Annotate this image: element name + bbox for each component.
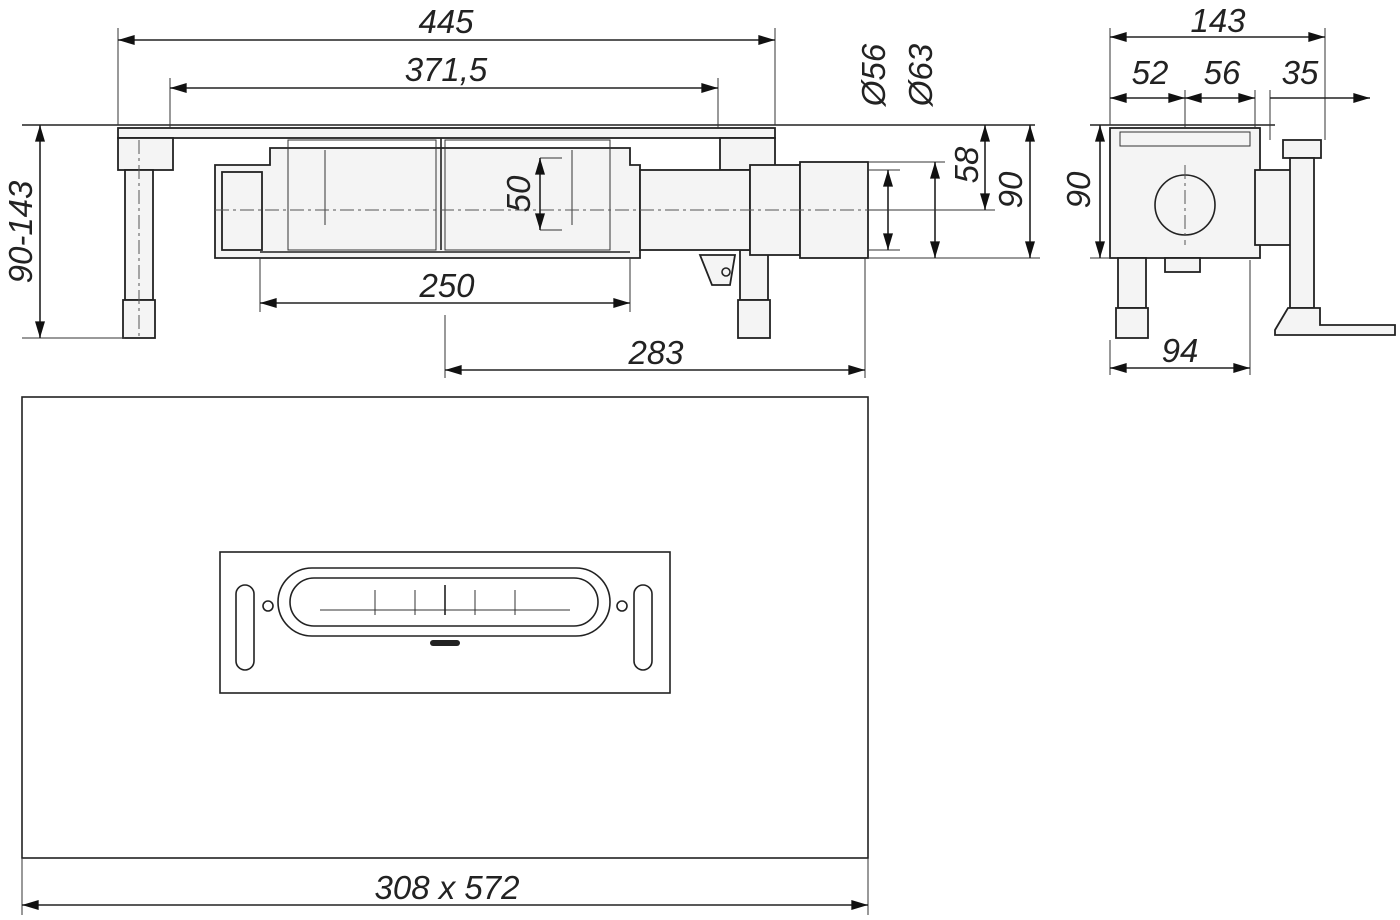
brand-logo: [430, 640, 460, 646]
svg-text:58: 58: [948, 146, 985, 183]
dim-90-side: 90: [992, 125, 1035, 258]
svg-text:371,5: 371,5: [405, 51, 488, 88]
dim-308x572: 308 x 572: [21, 858, 869, 915]
frame-top: [117, 127, 776, 139]
dim-dia56: Ø56: [855, 43, 900, 251]
screw-icon: [616, 600, 628, 612]
svg-text:Ø63: Ø63: [902, 43, 939, 107]
svg-text:250: 250: [418, 267, 475, 304]
svg-text:94: 94: [1162, 332, 1199, 369]
plan-view: 308 x 572: [21, 396, 869, 915]
side-outlet-stub: [221, 171, 263, 251]
svg-text:90-143: 90-143: [2, 180, 39, 283]
trap-chamber-left: [287, 139, 437, 251]
svg-text:56: 56: [1204, 54, 1241, 91]
tile-outline: [21, 396, 869, 859]
left-slot: [235, 584, 255, 671]
dim-143: 143: [1109, 2, 1326, 140]
svg-text:52: 52: [1132, 54, 1169, 91]
right-slot: [633, 584, 653, 671]
svg-text:90: 90: [992, 171, 1029, 208]
side-view: 445 371,5 90-143 50 250 283: [2, 3, 1040, 378]
svg-text:283: 283: [627, 334, 684, 371]
dim-94: 94: [1109, 260, 1251, 375]
svg-text:50: 50: [500, 175, 537, 212]
grate-inner: [289, 577, 599, 627]
dim-58: 58: [868, 125, 995, 211]
svg-text:143: 143: [1190, 2, 1246, 39]
dim-250: 250: [259, 258, 631, 312]
dim-50: 50: [500, 157, 562, 231]
dim-52-56-35: 52 56 35: [1109, 54, 1371, 140]
dim-283: 283: [444, 258, 866, 378]
dim-90-end: 90: [1060, 125, 1110, 259]
trap-chamber-right: [444, 139, 611, 251]
trap-body: [214, 147, 641, 259]
support-foot: [1274, 307, 1396, 336]
dim-90-143: 90-143: [2, 125, 125, 339]
end-view: 143 52 56 35 90 94: [1060, 2, 1396, 375]
svg-text:35: 35: [1282, 54, 1319, 91]
dim-371-5: 371,5: [169, 51, 719, 128]
grate-frame: [219, 551, 671, 694]
dim-dia63: Ø63: [868, 43, 1040, 259]
dim-445: 445: [117, 3, 776, 125]
svg-text:308 x 572: 308 x 572: [375, 869, 520, 906]
svg-text:90: 90: [1060, 171, 1097, 208]
svg-text:445: 445: [418, 3, 474, 40]
screw-icon: [262, 600, 274, 612]
grate-outer: [277, 567, 611, 637]
svg-text:Ø56: Ø56: [855, 43, 892, 107]
left-leg: [117, 137, 174, 339]
clamp: [698, 254, 737, 286]
